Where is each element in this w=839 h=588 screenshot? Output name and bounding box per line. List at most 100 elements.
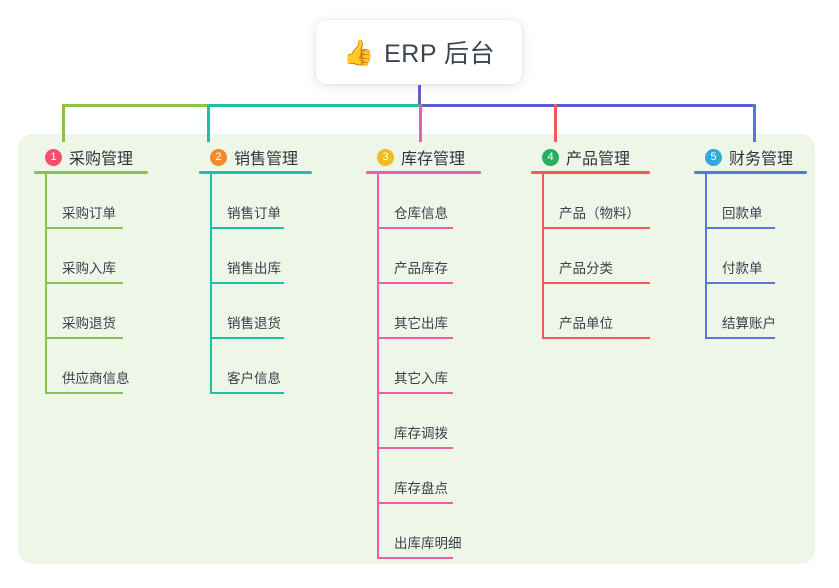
branch-child-item[interactable]: 付款单 bbox=[694, 229, 839, 284]
branch-child-item[interactable]: 库存盘点 bbox=[366, 449, 526, 504]
branch-child-label: 付款单 bbox=[722, 261, 763, 276]
branch-child-item[interactable]: 供应商信息 bbox=[34, 339, 184, 394]
thumbs-up-icon: 👍 bbox=[342, 37, 375, 67]
branch-child-label: 销售出库 bbox=[227, 261, 281, 276]
connector-bar-segment-green bbox=[62, 104, 207, 107]
branch-child-item[interactable]: 采购订单 bbox=[34, 174, 184, 229]
branch-child-underline bbox=[45, 392, 123, 394]
branch-child-underline bbox=[210, 337, 284, 339]
branch-child-underline bbox=[377, 447, 453, 449]
branch-child-label: 客户信息 bbox=[227, 371, 281, 386]
branch-underline-1 bbox=[34, 171, 148, 174]
branch-child-item[interactable]: 采购入库 bbox=[34, 229, 184, 284]
branch-child-label: 产品库存 bbox=[394, 261, 448, 276]
branch-child-label: 其它入库 bbox=[394, 371, 448, 386]
branch-badge-3: 3 bbox=[377, 148, 394, 166]
branch-child-item[interactable]: 其它出库 bbox=[366, 284, 526, 339]
branch-column-3: 3 库存管理 仓库信息产品库存其它出库其它入库库存调拨库存盘点出库库明细 bbox=[366, 140, 526, 559]
branch-title-5: 财务管理 bbox=[729, 151, 794, 168]
branch-child-label: 销售退货 bbox=[227, 316, 281, 331]
branch-title-2: 销售管理 bbox=[234, 151, 299, 168]
branch-children-1: 采购订单采购入库采购退货供应商信息 bbox=[34, 174, 184, 394]
connector-drop-2 bbox=[207, 104, 210, 142]
branch-underline-3 bbox=[366, 171, 481, 174]
diagram-background-panel bbox=[18, 134, 815, 564]
branch-badge-5: 5 bbox=[705, 148, 722, 166]
branch-child-item[interactable]: 销售出库 bbox=[199, 229, 349, 284]
branch-badge-1: 1 bbox=[45, 148, 62, 166]
branch-underline-4 bbox=[531, 171, 650, 174]
branch-child-underline bbox=[542, 337, 650, 339]
branch-column-1: 1 采购管理 采购订单采购入库采购退货供应商信息 bbox=[34, 140, 184, 394]
branch-children-3: 仓库信息产品库存其它出库其它入库库存调拨库存盘点出库库明细 bbox=[366, 174, 526, 559]
branch-spine-1 bbox=[45, 174, 47, 394]
branch-child-underline bbox=[377, 502, 453, 504]
branch-child-label: 回款单 bbox=[722, 206, 763, 221]
branch-child-underline bbox=[377, 282, 453, 284]
branch-child-label: 库存调拨 bbox=[394, 426, 448, 441]
branch-column-5: 5 财务管理 回款单付款单结算账户 bbox=[694, 140, 839, 339]
connector-bar-segment-blue bbox=[419, 104, 754, 107]
branch-spine-4 bbox=[542, 174, 544, 339]
branch-child-label: 产品分类 bbox=[559, 261, 613, 276]
branch-child-underline bbox=[377, 392, 453, 394]
branch-child-item[interactable]: 销售退货 bbox=[199, 284, 349, 339]
branch-child-label: 产品（物料） bbox=[559, 206, 640, 221]
branch-child-label: 结算账户 bbox=[722, 316, 776, 331]
connector-drop-4 bbox=[554, 104, 557, 142]
branch-children-4: 产品（物料） 产品分类产品单位 bbox=[531, 174, 699, 339]
branch-child-label: 供应商信息 bbox=[62, 371, 130, 386]
branch-spine-3 bbox=[377, 174, 379, 559]
branch-children-2: 销售订单销售出库销售退货客户信息 bbox=[199, 174, 349, 394]
branch-child-underline bbox=[542, 227, 650, 229]
branch-title-3: 库存管理 bbox=[401, 151, 466, 168]
branch-child-item[interactable]: 结算账户 bbox=[694, 284, 839, 339]
branch-child-item[interactable]: 销售订单 bbox=[199, 174, 349, 229]
connector-drop-5 bbox=[753, 104, 756, 142]
branch-child-item[interactable]: 产品分类 bbox=[531, 229, 699, 284]
branch-child-item[interactable]: 客户信息 bbox=[199, 339, 349, 394]
branch-child-label: 销售订单 bbox=[227, 206, 281, 221]
connector-root-stem bbox=[418, 85, 421, 105]
branch-spine-5 bbox=[705, 174, 707, 339]
branch-child-item[interactable]: 库存调拨 bbox=[366, 394, 526, 449]
branch-child-label: 仓库信息 bbox=[394, 206, 448, 221]
branch-spine-2 bbox=[210, 174, 212, 394]
branch-column-2: 2 销售管理 销售订单销售出库销售退货客户信息 bbox=[199, 140, 349, 394]
branch-underline-2 bbox=[199, 171, 312, 174]
branch-header-5[interactable]: 5 财务管理 bbox=[694, 140, 839, 174]
root-node-title: ERP 后台 bbox=[384, 40, 496, 68]
branch-underline-5 bbox=[694, 171, 807, 174]
branch-child-item[interactable]: 其它入库 bbox=[366, 339, 526, 394]
root-node-erp-backend[interactable]: 👍 ERP 后台 bbox=[316, 20, 522, 84]
branch-child-item[interactable]: 产品（物料） bbox=[531, 174, 699, 229]
branch-child-label: 其它出库 bbox=[394, 316, 448, 331]
branch-child-underline bbox=[45, 227, 123, 229]
branch-child-label: 产品单位 bbox=[559, 316, 613, 331]
branch-child-item[interactable]: 出库库明细 bbox=[366, 504, 526, 559]
branch-child-item[interactable]: 回款单 bbox=[694, 174, 839, 229]
branch-header-3[interactable]: 3 库存管理 bbox=[366, 140, 526, 174]
connector-bar-segment-teal bbox=[207, 104, 419, 107]
branch-child-underline bbox=[705, 337, 775, 339]
branch-child-underline bbox=[542, 282, 650, 284]
branch-child-underline bbox=[377, 227, 453, 229]
branch-child-label: 库存盘点 bbox=[394, 481, 448, 496]
branch-child-item[interactable]: 采购退货 bbox=[34, 284, 184, 339]
branch-header-4[interactable]: 4 产品管理 bbox=[531, 140, 699, 174]
branch-child-underline bbox=[210, 227, 284, 229]
branch-children-5: 回款单付款单结算账户 bbox=[694, 174, 839, 339]
branch-child-item[interactable]: 产品库存 bbox=[366, 229, 526, 284]
branch-column-4: 4 产品管理 产品（物料） 产品分类产品单位 bbox=[531, 140, 699, 339]
branch-child-underline bbox=[210, 392, 284, 394]
branch-badge-2: 2 bbox=[210, 148, 227, 166]
branch-child-item[interactable]: 仓库信息 bbox=[366, 174, 526, 229]
branch-header-1[interactable]: 1 采购管理 bbox=[34, 140, 184, 174]
branch-title-1: 采购管理 bbox=[69, 151, 134, 168]
branch-header-2[interactable]: 2 销售管理 bbox=[199, 140, 349, 174]
branch-child-item[interactable]: 产品单位 bbox=[531, 284, 699, 339]
branch-child-underline bbox=[45, 337, 123, 339]
branch-child-label: 出库库明细 bbox=[394, 536, 462, 551]
branch-child-underline bbox=[377, 337, 453, 339]
branch-title-4: 产品管理 bbox=[566, 151, 631, 168]
